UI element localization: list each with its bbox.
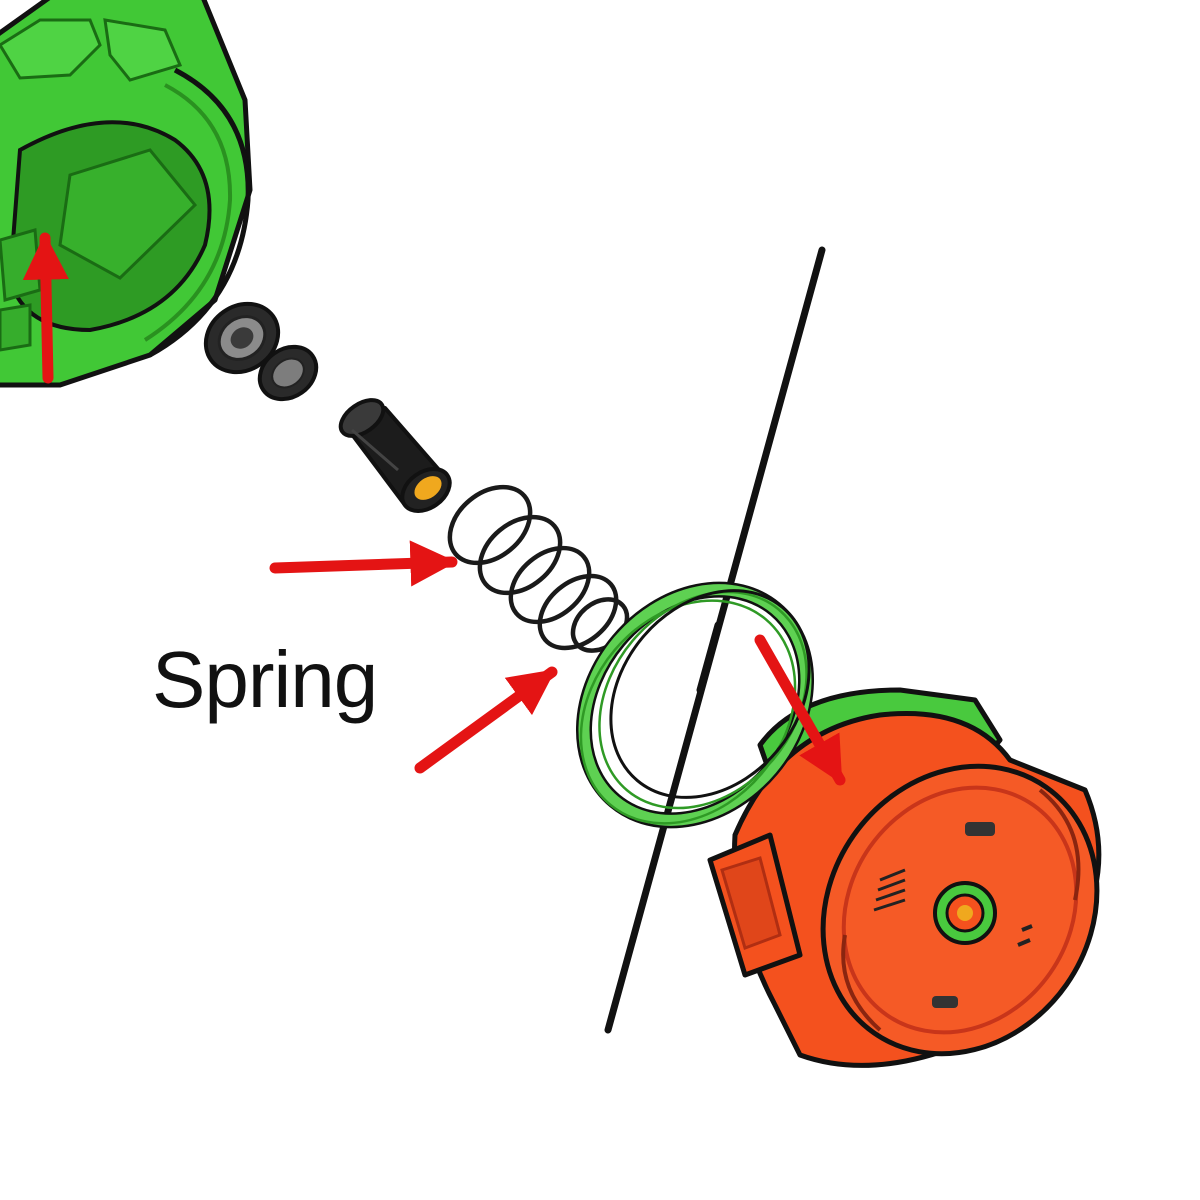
coiled-line [575, 581, 815, 829]
bushing [338, 398, 452, 513]
arrow-housing [22, 232, 69, 384]
spring [447, 484, 630, 653]
callout-arrows [22, 232, 846, 786]
washer-small [257, 344, 319, 402]
arrow-spool [754, 634, 846, 786]
part-label-spring: Spring [152, 635, 378, 724]
arrow-spring-lower [414, 666, 558, 774]
washer-large [203, 301, 281, 375]
arrow-spring-upper [269, 540, 458, 587]
